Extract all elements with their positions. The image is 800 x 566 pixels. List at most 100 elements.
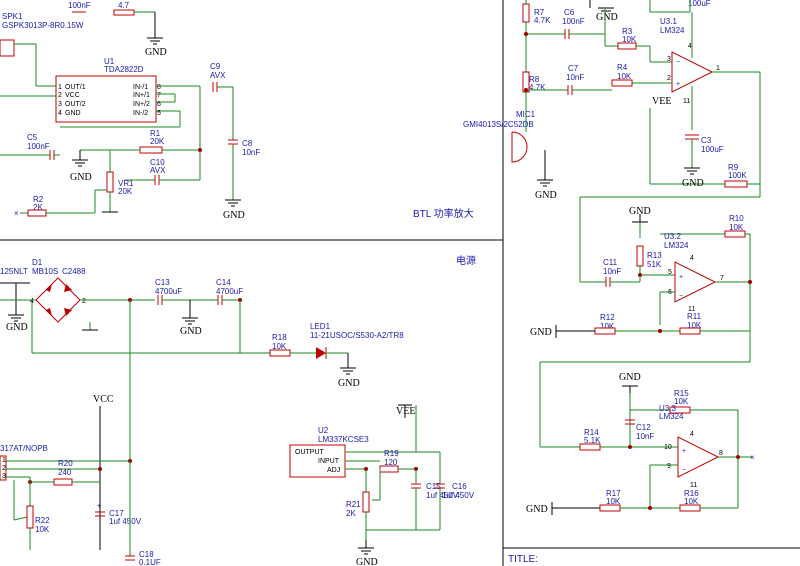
r16-body: [679, 504, 701, 512]
r12-ref: R12: [600, 313, 615, 322]
top-cap-value: 100nF: [68, 1, 91, 10]
c16-ref: C16: [452, 482, 467, 491]
u1-pinnum-7: 7: [157, 92, 161, 99]
r13-ref: R13: [647, 251, 662, 260]
gnd-label-d1: GND: [6, 322, 28, 333]
svg-text:+: +: [679, 274, 683, 281]
c3-ref: C3: [701, 136, 712, 145]
r21-value: 2K: [346, 509, 356, 518]
r7-value: 4.7K: [534, 16, 551, 25]
r18-body: [269, 349, 291, 357]
u3-1-value: LM324: [660, 26, 685, 35]
r8-ref: R8: [529, 75, 540, 84]
c13-value: 4700uF: [155, 287, 182, 296]
r7-ref: R7: [534, 8, 545, 17]
r16-value: 10K: [684, 497, 699, 506]
svg-text:−: −: [682, 467, 686, 474]
c10-ref: C10: [150, 158, 165, 167]
svg-text:−: −: [676, 59, 680, 66]
u1-pinnum-3: 3: [58, 101, 62, 108]
btl-section-title: BTL 功率放大: [413, 207, 474, 220]
u3-3-pin-vplus: 4: [690, 431, 694, 438]
gnd-label-mic: GND: [535, 190, 557, 201]
u1-value: TDA2822D: [104, 65, 144, 74]
r12-value: 10K: [600, 322, 615, 331]
u3-1-pin-minus: 3: [667, 56, 671, 63]
r1-ref: R1: [150, 129, 161, 138]
c11-value: 10nF: [603, 267, 621, 276]
c18-ref: C18: [139, 550, 154, 559]
r21-body: [362, 491, 370, 513]
r17-ref: R17: [606, 489, 621, 498]
u3-3-pin-minus: 9: [667, 463, 671, 470]
u1-body: [55, 75, 157, 123]
u3-1-ref: U3.1: [660, 17, 677, 26]
r17-value: 10K: [606, 497, 621, 506]
u1-pin-left-4: GND: [65, 110, 81, 117]
c14-ref: C14: [216, 278, 231, 287]
gnd-label-c8: GND: [223, 210, 245, 221]
u3-3-pin-out: 8: [719, 450, 723, 457]
u3-2-opamp: [674, 261, 717, 303]
r21-ref: R21: [346, 500, 361, 509]
r15-value: 10K: [674, 397, 689, 406]
r2-ref: R2: [33, 195, 44, 204]
c14-value: 4700uF: [216, 287, 243, 296]
r22-ref: R22: [35, 516, 50, 525]
led1-symbol: [316, 347, 326, 359]
c6-ref: C6: [564, 8, 575, 17]
c2488-ref: C2488: [62, 267, 86, 276]
vr1-value: 20K: [118, 187, 133, 196]
u3-2-value: LM324: [664, 241, 689, 250]
r14-value: 5.1K: [584, 436, 601, 445]
led1-value: 11-21USOC/S530-A2/TR8: [310, 331, 404, 340]
r14-body: [579, 443, 601, 451]
top-right-cap-value: 100uF: [688, 0, 711, 8]
c15-ref: C15: [426, 482, 441, 491]
u2-ref: U2: [318, 426, 329, 435]
r17-body: [599, 504, 621, 512]
gnd-label-u3-3: GND: [619, 372, 641, 383]
r3-value: 10K: [622, 35, 637, 44]
c16-value: 1uf 450V: [442, 491, 475, 500]
c3-value: 100uF: [701, 145, 724, 154]
led1-ref: LED1: [310, 322, 331, 331]
u3-1-pin-out: 1: [716, 65, 720, 72]
spk1-ref: SPK1: [2, 12, 23, 21]
u3-2-pin-vplus: 4: [690, 255, 694, 262]
c17-value: 1uf 450V: [109, 517, 142, 526]
power-section-title: 电源: [456, 254, 476, 267]
gnd-label-u2: GND: [356, 557, 378, 566]
r4-ref: R4: [617, 63, 628, 72]
r2-input-x: ×: [14, 209, 19, 218]
vr1-body: [106, 171, 114, 193]
u317-pin-2: 2: [2, 465, 6, 472]
r2-body: [27, 209, 47, 217]
vee-label-u3-1: VEE: [652, 96, 671, 107]
u317-pin-3: 3: [2, 473, 6, 480]
r4-body: [611, 79, 633, 87]
r2-value: 2K: [33, 203, 43, 212]
r20-value: 240: [58, 468, 72, 477]
svg-text:+: +: [97, 503, 101, 510]
r10-value: 10K: [729, 223, 744, 232]
preamp-filters: GND 100uF R7 4.7K C6 100nF R3 10K U3.1 L…: [463, 0, 761, 515]
c5-ref: C5: [27, 133, 38, 142]
r20-body: [53, 478, 73, 486]
svg-text:−: −: [679, 293, 683, 300]
u1-pinnum-2: 2: [58, 92, 62, 99]
c8-value: 10nF: [242, 148, 260, 157]
r13-body: [636, 245, 644, 267]
u1-pin-left-3: OUT/2: [65, 101, 86, 108]
gnd-label-r12: GND: [530, 327, 552, 338]
r10-body: [724, 230, 746, 238]
c13-ref: C13: [155, 278, 170, 287]
r3-ref: R3: [622, 27, 633, 36]
r11-ref: R11: [687, 312, 702, 321]
r19-body: [379, 465, 399, 473]
u2-pin-adj: ADJ: [327, 467, 340, 474]
u2-value: LM337KCSE3: [318, 435, 369, 444]
r8-value: 4.7K: [529, 83, 546, 92]
u1-pinnum-5: 5: [157, 110, 161, 117]
u1-pin-right-5: IN-/2: [133, 110, 148, 117]
